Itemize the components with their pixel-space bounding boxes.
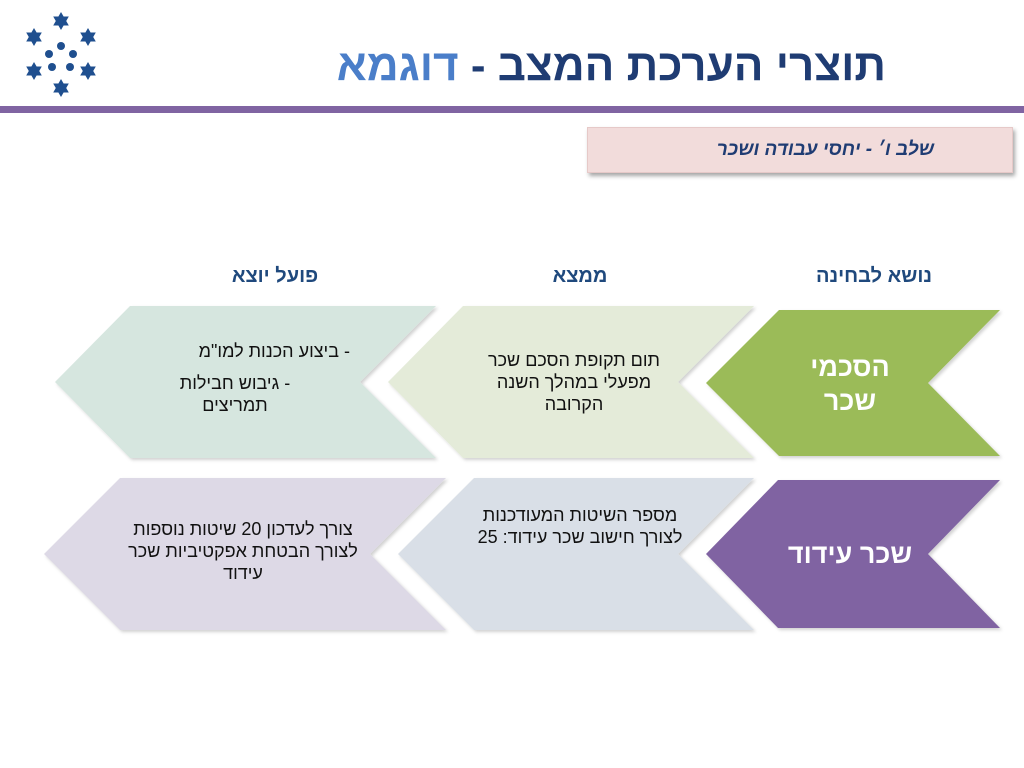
row2-topic-chevron — [706, 480, 1000, 628]
row1-output-item2: - גיבוש חבילות תמריצים — [179, 373, 291, 415]
row1-output-item1: - ביצוע הכנות למו"מ — [198, 341, 350, 361]
star-of-david-cluster-logo — [26, 12, 96, 97]
row1-output: - ביצוע הכנות למו"מ - גיבוש חבילות תמריצ… — [120, 340, 350, 416]
page-title: תוצרי הערכת המצב - דוגמא — [200, 36, 886, 96]
row2-topic: שכר עידוד — [787, 539, 913, 569]
header-output: פועל יוצא — [231, 265, 319, 287]
row1-output-chevron — [55, 306, 436, 458]
header-topic: נושא לבחינה — [816, 265, 932, 287]
row1-topic: הסכמי שכר — [790, 350, 910, 418]
row2-finding-chevron — [398, 478, 754, 630]
row2-finding: מספר השיטות המעודכנות לצורך חישוב שכר עי… — [477, 505, 683, 547]
title-highlight: דוגמא — [336, 41, 459, 90]
row1-finding: תום תקופת הסכם שכר מפעלי במהלך השנה הקרו… — [487, 350, 660, 414]
row1-finding-chevron — [388, 306, 754, 458]
title-main: תוצרי הערכת המצב — [497, 41, 886, 90]
title-divider — [0, 106, 1024, 113]
stage-label-box: שלב ו׳ - יחסי עבודה ושכר — [587, 127, 1013, 173]
row1-topic-line1: הסכמי — [810, 352, 890, 382]
row1-topic-line2: שכר — [823, 386, 877, 416]
header-finding: ממצא — [552, 265, 608, 287]
row2-output-chevron — [44, 478, 446, 630]
row1-topic-chevron — [706, 310, 1000, 456]
title-separator: - — [458, 41, 498, 90]
row2-output: צורך לעדכון 20 שיטות נוספות לצורך הבטחת … — [128, 519, 358, 583]
